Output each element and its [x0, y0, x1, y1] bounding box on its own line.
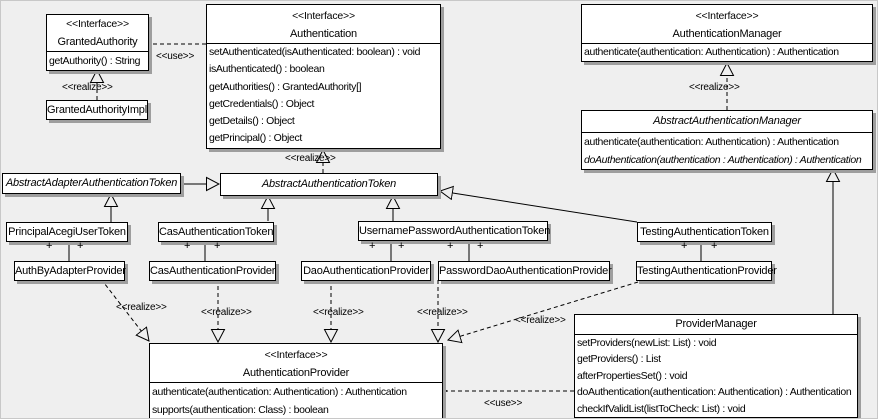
method: doAuthentication(authentication: Authent… [577, 386, 852, 399]
stereotype-label: <<Interface>> [264, 349, 328, 361]
method: getProviders() : List [577, 353, 661, 366]
realize-label: <<realize>> [201, 307, 252, 318]
method: doAuthentication(authentication : Authen… [584, 154, 862, 166]
method: getAuthorities() : GrantedAuthority[] [209, 80, 362, 93]
class-name: AbstractAuthenticationToken [261, 178, 397, 190]
class-name: Authentication [290, 28, 357, 40]
class-name: AuthByAdapterProvider [15, 265, 126, 277]
class-name: GrantedAuthorityImpl [47, 104, 147, 116]
class-name: CasAuthenticationProvider [150, 265, 276, 277]
class-name: AuthenticationProvider [242, 367, 350, 379]
class-abstract-authentication-token: AbstractAuthenticationToken [220, 173, 438, 196]
class-authentication-provider: <<Interface>> AuthenticationProvider aut… [149, 343, 443, 418]
class-name: PasswordDaoAuthenticationProvider [439, 265, 612, 277]
method: supports(authentication: Class) : boolea… [152, 404, 329, 416]
realize-label: <<realize>> [313, 307, 364, 318]
class-name: GrantedAuthority [57, 36, 138, 48]
realize-label: <<realize>> [116, 302, 167, 313]
assoc-plus: + [46, 240, 53, 252]
class-cas-authentication-token: CasAuthenticationToken [158, 222, 274, 242]
method: authenticate(authentication: Authenticat… [584, 46, 839, 58]
class-granted-authority: <<Interface>> GrantedAuthority getAuthor… [46, 14, 149, 71]
assoc-plus: + [447, 240, 454, 252]
class-granted-authority-impl: GrantedAuthorityImpl [46, 100, 148, 120]
class-name: DaoAuthenticationProvider [303, 265, 429, 277]
method: afterPropertiesSet() : void [577, 369, 688, 382]
assoc-plus: + [184, 240, 191, 252]
class-abstract-adapter-authentication-token: AbstractAdapterAuthenticationToken [2, 173, 181, 194]
method: checkIfValidList(listToCheck: List) : vo… [577, 402, 746, 415]
edge-realize-authbyadapter-authprovider [100, 278, 149, 341]
realize-label: <<realize>> [689, 82, 740, 93]
method: setAuthenticated(isAuthenticated: boolea… [209, 46, 421, 58]
class-password-dao-authentication-provider: PasswordDaoAuthenticationProvider [438, 261, 612, 281]
class-dao-authentication-provider: DaoAuthenticationProvider [301, 261, 431, 281]
assoc-plus: + [681, 240, 688, 252]
assoc-plus: + [398, 240, 405, 252]
class-principal-acegi-user-token: PrincipalAcegiUserToken [6, 222, 128, 242]
class-testing-authentication-provider: TestingAuthenticationProvider [636, 261, 777, 281]
stereotype-label: <<Interface>> [292, 10, 355, 22]
method: getAuthority() : String [49, 55, 141, 67]
class-name: TestingAuthenticationToken [640, 226, 769, 238]
class-abstract-authentication-manager: AbstractAuthenticationManager authentica… [581, 110, 873, 170]
edge-generalize-testing-to-abstracttoken [440, 191, 638, 223]
assoc-plus: + [711, 240, 718, 252]
class-name: AuthenticationManager [672, 28, 782, 40]
stereotype-label: <<Interface>> [695, 10, 759, 22]
class-provider-manager: ProviderManager setProviders(newList: Li… [574, 314, 858, 418]
class-auth-by-adapter-provider: AuthByAdapterProvider [14, 261, 126, 281]
class-testing-authentication-token: TestingAuthenticationToken [637, 222, 772, 242]
realize-label: <<realize>> [285, 153, 336, 164]
method: getDetails() : Object [209, 115, 295, 128]
use-label: <<use>> [156, 51, 195, 62]
method: getCredentials() : Object [209, 97, 315, 110]
assoc-plus: + [77, 240, 84, 252]
assoc-plus: + [369, 240, 376, 252]
method: getPrincipal() : Object [209, 132, 302, 145]
realize-label: <<realize>> [417, 307, 468, 318]
method: isAuthenticated() : boolean [209, 63, 325, 76]
assoc-plus: + [214, 240, 221, 252]
method: setProviders(newList: List) : void [577, 337, 717, 349]
assoc-plus: + [477, 240, 484, 252]
class-authentication: <<Interface>> Authentication setAuthenti… [206, 4, 441, 149]
class-name: AbstractAuthenticationManager [653, 115, 801, 127]
class-username-password-authentication-token: UsernamePasswordAuthenticationToken [358, 221, 551, 241]
stereotype-label: <<Interface>> [66, 18, 129, 30]
class-cas-authentication-provider: CasAuthenticationProvider [149, 261, 276, 281]
class-name: UsernamePasswordAuthenticationToken [359, 225, 551, 237]
realize-label: <<realize>> [515, 315, 566, 326]
method: authenticate(authentication: Authenticat… [584, 136, 839, 148]
use-label: <<use>> [484, 398, 523, 409]
realize-label: <<realize>> [62, 82, 113, 93]
class-name: ProviderManager [675, 318, 757, 330]
class-name: PrincipalAcegiUserToken [8, 226, 126, 238]
method: authenticate(authentication: Authenticat… [152, 386, 407, 398]
class-name: AbstractAdapterAuthenticationToken [5, 177, 178, 189]
class-name: CasAuthenticationToken [159, 226, 274, 238]
class-authentication-manager: <<Interface>> AuthenticationManager auth… [581, 4, 873, 63]
class-name: TestingAuthenticationProvider [637, 265, 777, 277]
edge-realize-testingprovider-authprovider [448, 281, 639, 340]
